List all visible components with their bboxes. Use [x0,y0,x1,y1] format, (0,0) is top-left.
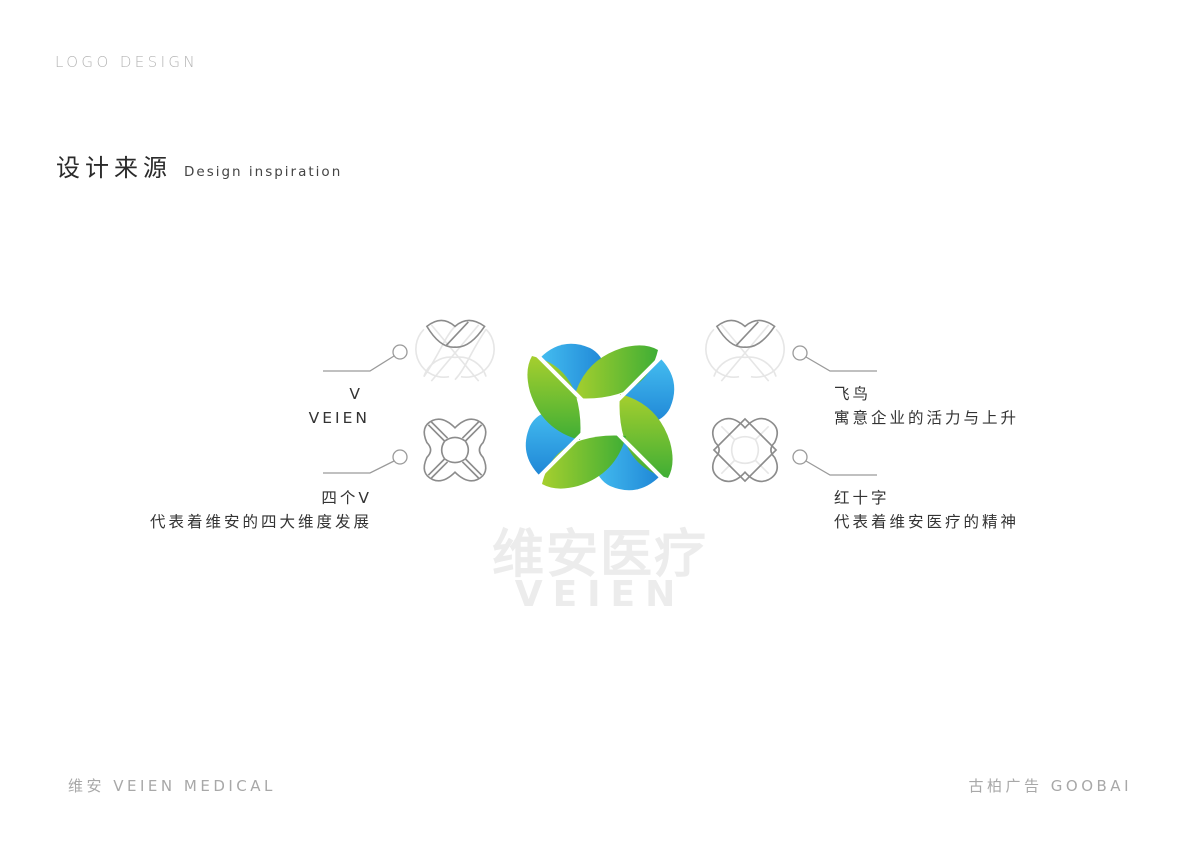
caption-top-left-line1: V [349,385,363,403]
caption-bottom-left-line1: 四个V [321,489,372,507]
outline-cross-icon [711,417,779,483]
caption-bottom-right-line1: 红十字 [834,489,890,507]
page-kicker: LOGO DESIGN [55,53,199,71]
caption-bottom-right-line2: 代表着维安医疗的精神 [834,513,1020,531]
section-title: 设计来源 Design inspiration [56,148,342,183]
caption-bottom-left: 四个V 代表着维安的四大维度发展 [150,486,372,534]
outline-v-icon [415,319,495,382]
footer-agency: 古柏广告 GOOBAI [968,777,1132,795]
green-petal-top [574,345,658,399]
caption-bottom-left-line2: 代表着维安的四大维度发展 [149,513,372,531]
caption-top-right: 飞鸟 寓意企业的活力与上升 [834,382,1019,430]
caption-bottom-right: 红十字 代表着维安医疗的精神 [834,486,1019,534]
outline-bird-icon [705,319,785,382]
footer-brand: 维安 VEIEN MEDICAL [68,777,276,795]
green-petal-right [619,394,673,478]
veien-logo-mark [524,342,676,492]
section-title-cn: 设计来源 [56,154,172,182]
caption-top-left-line2: VEIEN [308,409,370,427]
logo-wordmark-cn: 维安医疗 [491,525,708,585]
section-title-en: Design inspiration [184,164,343,180]
outline-four-v-icon [423,418,487,482]
caption-top-right-line2: 寓意企业的活力与上升 [834,409,1020,427]
green-petal-bottom [542,435,626,489]
caption-top-left: V VEIEN [309,382,370,430]
logo-wordmark-en: VEIEN [514,574,686,615]
green-petal-left [527,356,581,440]
caption-top-right-line1: 飞鸟 [834,385,872,403]
